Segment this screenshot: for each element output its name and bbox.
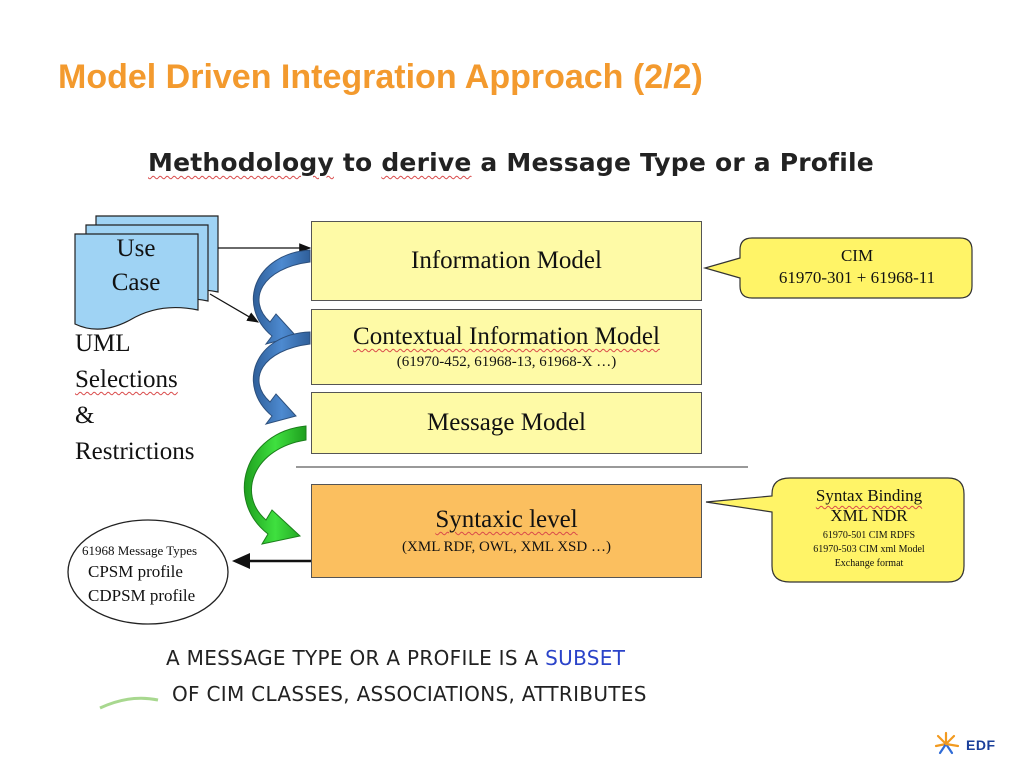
left-label-line2: Selections — [75, 366, 178, 393]
diagram-subtitle: Methodology to derive a Message Type or … — [148, 148, 874, 177]
syntax-callout-text: Syntax Binding XML NDR 61970-501 CIM RDF… — [776, 486, 962, 571]
syntax-callout-line1: Syntax Binding — [815, 486, 923, 505]
contextual-model-box: Contextual Information Model (61970-452,… — [311, 309, 702, 385]
syntaxic-level-label: Syntaxic level — [435, 506, 578, 533]
cim-callout-line2: 61970-301 + 61968-11 — [778, 268, 936, 287]
left-label-line1: UML — [75, 330, 131, 357]
edf-logo-text: EDF — [966, 737, 996, 753]
syntax-callout-line3: 61970-501 CIM RDFS — [822, 530, 916, 541]
cim-callout-text: CIM 61970-301 + 61968-11 — [745, 245, 969, 289]
contextual-model-label: Contextual Information Model — [353, 323, 660, 350]
syntaxic-level-sub: (XML RDF, OWL, XML XSD …) — [402, 539, 611, 555]
bottom-statement-line2: OF CIM CLASSES, ASSOCIATIONS, ATTRIBUTES — [172, 682, 647, 706]
syntax-callout-bubble — [705, 477, 965, 583]
information-model-box: Information Model — [311, 221, 702, 301]
curved-arrow-green — [243, 425, 307, 545]
curved-arrow-2 — [253, 331, 311, 425]
cim-callout-line1: CIM — [840, 246, 874, 265]
syntax-callout-line4: 61970-503 CIM xml Model — [813, 544, 925, 555]
message-model-label: Message Model — [427, 409, 586, 436]
subtitle-word-methodology: Methodology — [148, 148, 334, 177]
use-case-line2: Case — [111, 269, 161, 296]
left-label-line3: & — [75, 402, 95, 429]
contextual-model-sub: (61970-452, 61968-13, 61968-X …) — [396, 354, 617, 370]
subtitle-word-to: to — [333, 148, 382, 177]
uml-selections-label: UML Selections & Restrictions — [75, 326, 194, 470]
message-model-box: Message Model — [311, 392, 702, 454]
use-case-label: Use Case — [90, 232, 182, 300]
left-label-line4: Restrictions — [75, 438, 195, 465]
ellipse-line3: CDPSM profile — [88, 586, 196, 605]
edf-logo-icon — [934, 731, 960, 755]
bottom-statement-line1: A MESSAGE TYPE OR A PROFILE IS A SUBSET — [166, 646, 625, 670]
profiles-ellipse-text: 61968 Message Types CPSM profile CDPSM p… — [82, 542, 197, 608]
bottom-line1-prefix: A MESSAGE TYPE OR A PROFILE IS A — [166, 646, 546, 670]
use-case-document-icon — [74, 215, 219, 330]
ellipse-line2: CPSM profile — [88, 562, 183, 581]
syntaxic-level-box: Syntaxic level (XML RDF, OWL, XML XSD …) — [311, 484, 702, 578]
syntax-callout-line5: Exchange format — [834, 558, 904, 569]
logo-swoosh — [99, 696, 159, 710]
page-title: Model Driven Integration Approach (2/2) — [58, 58, 703, 96]
information-model-label: Information Model — [411, 247, 602, 274]
ellipse-line1: 61968 Message Types — [82, 543, 198, 558]
use-case-line1: Use — [116, 235, 156, 262]
bottom-line1-subset: SUBSET — [545, 646, 626, 670]
syntax-callout-line2: XML NDR — [830, 506, 908, 525]
arrowhead-left — [232, 553, 250, 569]
curved-arrow-1 — [253, 249, 311, 345]
subtitle-word-derive: derive — [381, 148, 472, 177]
cim-callout-bubble — [702, 237, 973, 299]
profiles-ellipse — [67, 519, 229, 625]
use-case-to-contextual-arrow — [209, 293, 260, 323]
subtitle-rest: a Message Type or a Profile — [471, 148, 874, 177]
